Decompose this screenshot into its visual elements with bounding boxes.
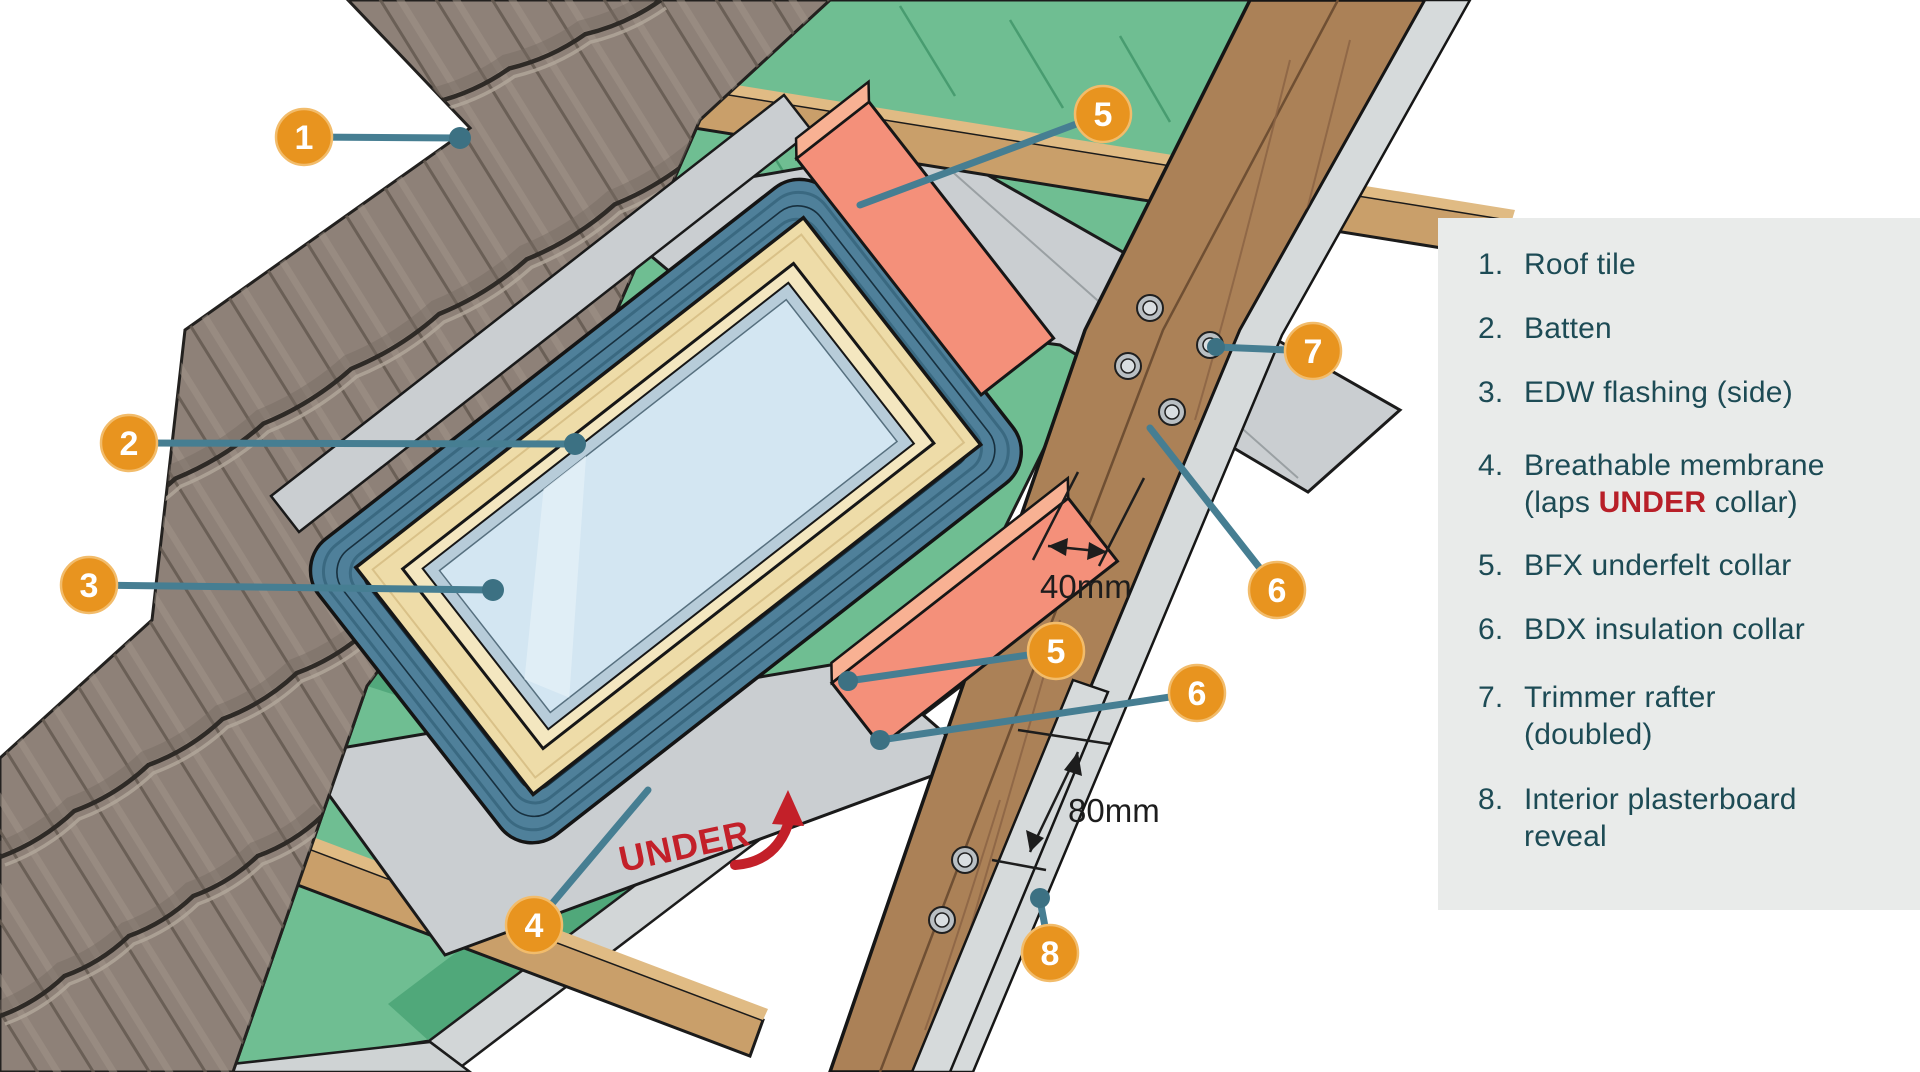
dim-80mm-label: 80mm bbox=[1068, 792, 1160, 829]
tile-texture-line bbox=[4, 822, 329, 1026]
bdx-insulation-collar bbox=[794, 79, 1120, 748]
trimmer-rafter-doubled bbox=[828, 0, 1472, 1072]
tile-texture-line bbox=[0, 0, 226, 1072]
svg-text:5: 5 bbox=[1094, 96, 1113, 134]
plasterboard-wedge-bottom bbox=[159, 1040, 473, 1072]
svg-text:4: 4 bbox=[525, 907, 544, 945]
bolt bbox=[928, 906, 956, 934]
tile-texture-line bbox=[0, 0, 247, 1072]
dimension-80mm: 80mm bbox=[991, 728, 1160, 872]
dimension-40mm: 40mm bbox=[1031, 471, 1146, 605]
tile-texture-line bbox=[497, 0, 830, 1072]
svg-text:6: 6 bbox=[1268, 572, 1287, 610]
callout-8-plasterboard: 8 bbox=[1020, 923, 1080, 983]
bolt bbox=[1158, 398, 1186, 426]
tile-texture-line bbox=[0, 0, 191, 1072]
tile-texture-line bbox=[0, 0, 135, 1072]
under-emphasis: UNDER bbox=[1598, 486, 1707, 519]
interior-plasterboard-reveal-strip bbox=[928, 0, 1472, 1072]
callout-5-bfx-collar-bottom: 5 bbox=[1026, 621, 1086, 681]
bolt bbox=[1114, 352, 1142, 380]
tile-texture-line bbox=[0, 814, 324, 1019]
dim-40mm-label: 40mm bbox=[1040, 568, 1132, 605]
tile-texture-line bbox=[553, 0, 830, 1072]
callout-4-breathable-membrane: 4 bbox=[504, 895, 564, 955]
callout-2-batten: 2 bbox=[99, 413, 159, 473]
svg-text:2: 2 bbox=[120, 425, 139, 463]
legend-panel: 1. Roof tile 2. Batten 3. EDW flashing (… bbox=[1438, 218, 1920, 910]
svg-text:6: 6 bbox=[1188, 675, 1207, 713]
callout-6-bdx-collar-upper: 6 bbox=[1247, 560, 1307, 620]
tile-texture-line bbox=[0, 0, 338, 1072]
callout-dots bbox=[449, 127, 1225, 908]
callout-1-roof-tile: 1 bbox=[274, 107, 334, 167]
svg-text:7: 7 bbox=[1304, 333, 1323, 371]
bolt bbox=[951, 846, 979, 874]
bolt bbox=[1136, 294, 1164, 322]
svg-text:1: 1 bbox=[295, 119, 314, 157]
tile-texture-line bbox=[534, 0, 830, 1072]
interior-plasterboard-reveal-lower bbox=[910, 678, 1110, 1072]
window-glass bbox=[421, 281, 916, 731]
tile-texture-line bbox=[0, 0, 282, 1072]
callout-3-edw-flashing: 3 bbox=[59, 555, 119, 615]
callout-6-bdx-collar-lower: 6 bbox=[1167, 663, 1227, 723]
callout-7-trimmer-rafter: 7 bbox=[1283, 321, 1343, 381]
svg-text:8: 8 bbox=[1041, 935, 1060, 973]
tile-texture-line bbox=[0, 0, 170, 1072]
svg-text:5: 5 bbox=[1047, 633, 1066, 671]
callout-5-bfx-collar-top: 5 bbox=[1073, 84, 1133, 144]
tile-texture-line bbox=[0, 803, 323, 1014]
svg-text:3: 3 bbox=[80, 567, 99, 605]
callout-circles: 1 2 3 4 5 5 6 6 bbox=[59, 84, 1343, 983]
roof-window-assembly bbox=[308, 79, 1120, 845]
under-arrow bbox=[730, 813, 795, 870]
